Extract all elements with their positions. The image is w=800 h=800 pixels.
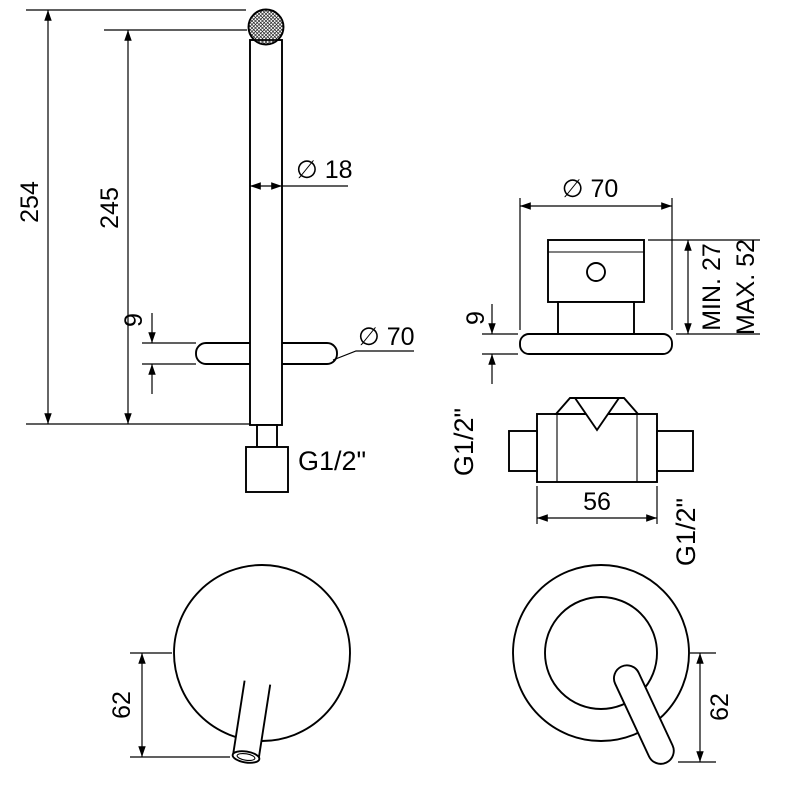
- mixer-neck: [557, 301, 635, 335]
- lever-handle: [613, 664, 675, 765]
- mixer-side-view: ∅ 70 MIN. 27 MAX. 52 9 G1/2" 56 G: [449, 175, 760, 566]
- dim-max-label: MAX. 52: [732, 239, 760, 335]
- dim-62-spout-label: 62: [108, 691, 136, 719]
- valve-v-notch: [573, 397, 621, 432]
- mixer-flange-circle: [512, 564, 690, 742]
- dim-245-label: 245: [96, 187, 124, 229]
- dim-min-label: MIN. 27: [698, 243, 726, 331]
- dim-plate-diameter-spout: ∅ 70: [332, 323, 415, 361]
- dim-installation-depth: MIN. 27 MAX. 52: [648, 239, 760, 335]
- mixer-handle-base-circle: [544, 596, 658, 710]
- spout-tube-edge: [232, 680, 246, 755]
- spout-nipple: [256, 424, 278, 448]
- cartridge-button: [586, 262, 606, 282]
- mixer-wall-plate: [519, 333, 673, 355]
- dim-plate-diameter-mixer: ∅ 70: [519, 175, 673, 330]
- dim-9-mixer-label: 9: [462, 311, 490, 325]
- dim-d18-label: ∅ 18: [296, 156, 353, 184]
- dim-height-total: 254: [16, 9, 250, 425]
- dim-spout-projection: 62: [108, 652, 230, 758]
- dim-9-label: 9: [120, 313, 148, 327]
- thread-label-spout: G1/2": [298, 446, 366, 476]
- aerator-mesh: [247, 8, 285, 46]
- dim-d70-label: ∅ 70: [358, 323, 415, 351]
- spout-connector-body: [245, 446, 289, 493]
- spout-outlet-inner: [236, 752, 256, 762]
- dim-plate-thickness-mixer: 9: [462, 304, 518, 384]
- dim-62-mixer-label: 62: [706, 693, 734, 721]
- lever-handle-rod: [613, 664, 675, 765]
- thread-label-left: G1/2": [449, 408, 479, 476]
- mixer-front-view: 62: [512, 564, 734, 765]
- dim-254-label: 254: [16, 181, 44, 223]
- dim-lever-projection: 62: [678, 652, 734, 763]
- dim-height-spout: 245: [96, 29, 247, 424]
- spout-tube-edge: [257, 684, 272, 759]
- thread-label-right: G1/2": [671, 498, 701, 566]
- spout-front-view: 62: [108, 564, 351, 764]
- inlet-stub-left: [508, 430, 538, 472]
- inlet-stub-right: [656, 430, 694, 472]
- dim-spout-diameter: ∅ 18: [249, 156, 353, 190]
- spout-side-view: 254 245 ∅ 18 9 ∅ 70 G1/2": [16, 8, 415, 493]
- cartridge: [547, 239, 645, 303]
- dim-plate-thickness-spout: 9: [120, 313, 196, 394]
- spout-tube: [249, 39, 283, 426]
- leader-line: [332, 350, 414, 361]
- dim-56-label: 56: [583, 488, 611, 516]
- dim-body-width: 56: [536, 486, 658, 524]
- dim-d70-mixer-label: ∅ 70: [562, 175, 619, 203]
